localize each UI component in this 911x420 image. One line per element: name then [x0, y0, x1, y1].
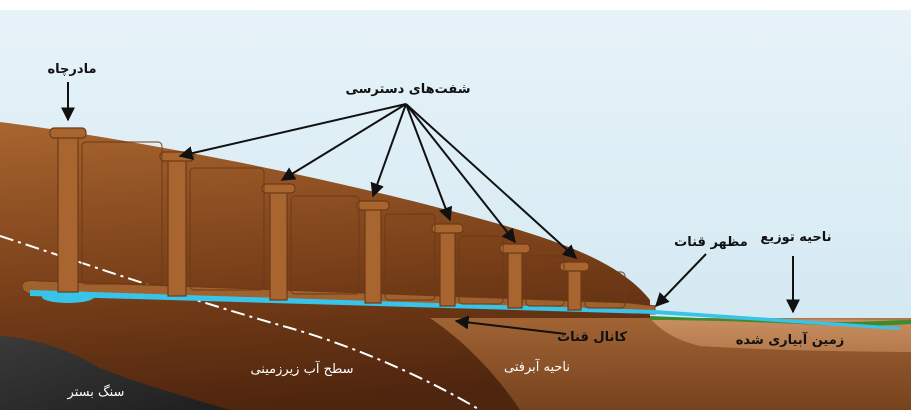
qanat-channel-label: کانال قنات — [557, 330, 627, 345]
access-shaft — [356, 200, 390, 304]
mother-well-shaft — [49, 127, 87, 293]
water-table-line — [0, 235, 481, 411]
access-shaft — [261, 183, 296, 301]
annotation-arrows — [61, 82, 800, 335]
mother-well-pool — [42, 291, 94, 303]
irrigated-land-label: زمین آبیاری شده — [735, 333, 845, 348]
distribution-area-label: ناحیه توزیع — [760, 230, 832, 245]
qanat-outlet-label: مظهر قنات — [674, 235, 748, 250]
aquifer-zone-label: ناحیه آبرفتی — [503, 360, 571, 375]
access-shaft — [559, 261, 590, 311]
access-shaft — [431, 223, 464, 307]
access-shafts-label: شفت‌های دسترسی — [345, 82, 471, 97]
irrigated-field — [650, 318, 911, 352]
bedrock-label: سنگ بستر — [67, 385, 125, 400]
water-table-label: سطح آب زیرزمینی — [250, 362, 354, 377]
qanat-channel-water — [30, 290, 900, 330]
mother-well-label: مادرچاه — [47, 62, 97, 77]
soil-panels — [81, 141, 626, 309]
shafts — [49, 127, 590, 311]
bedrock — [0, 336, 230, 410]
access-shaft — [499, 243, 531, 309]
